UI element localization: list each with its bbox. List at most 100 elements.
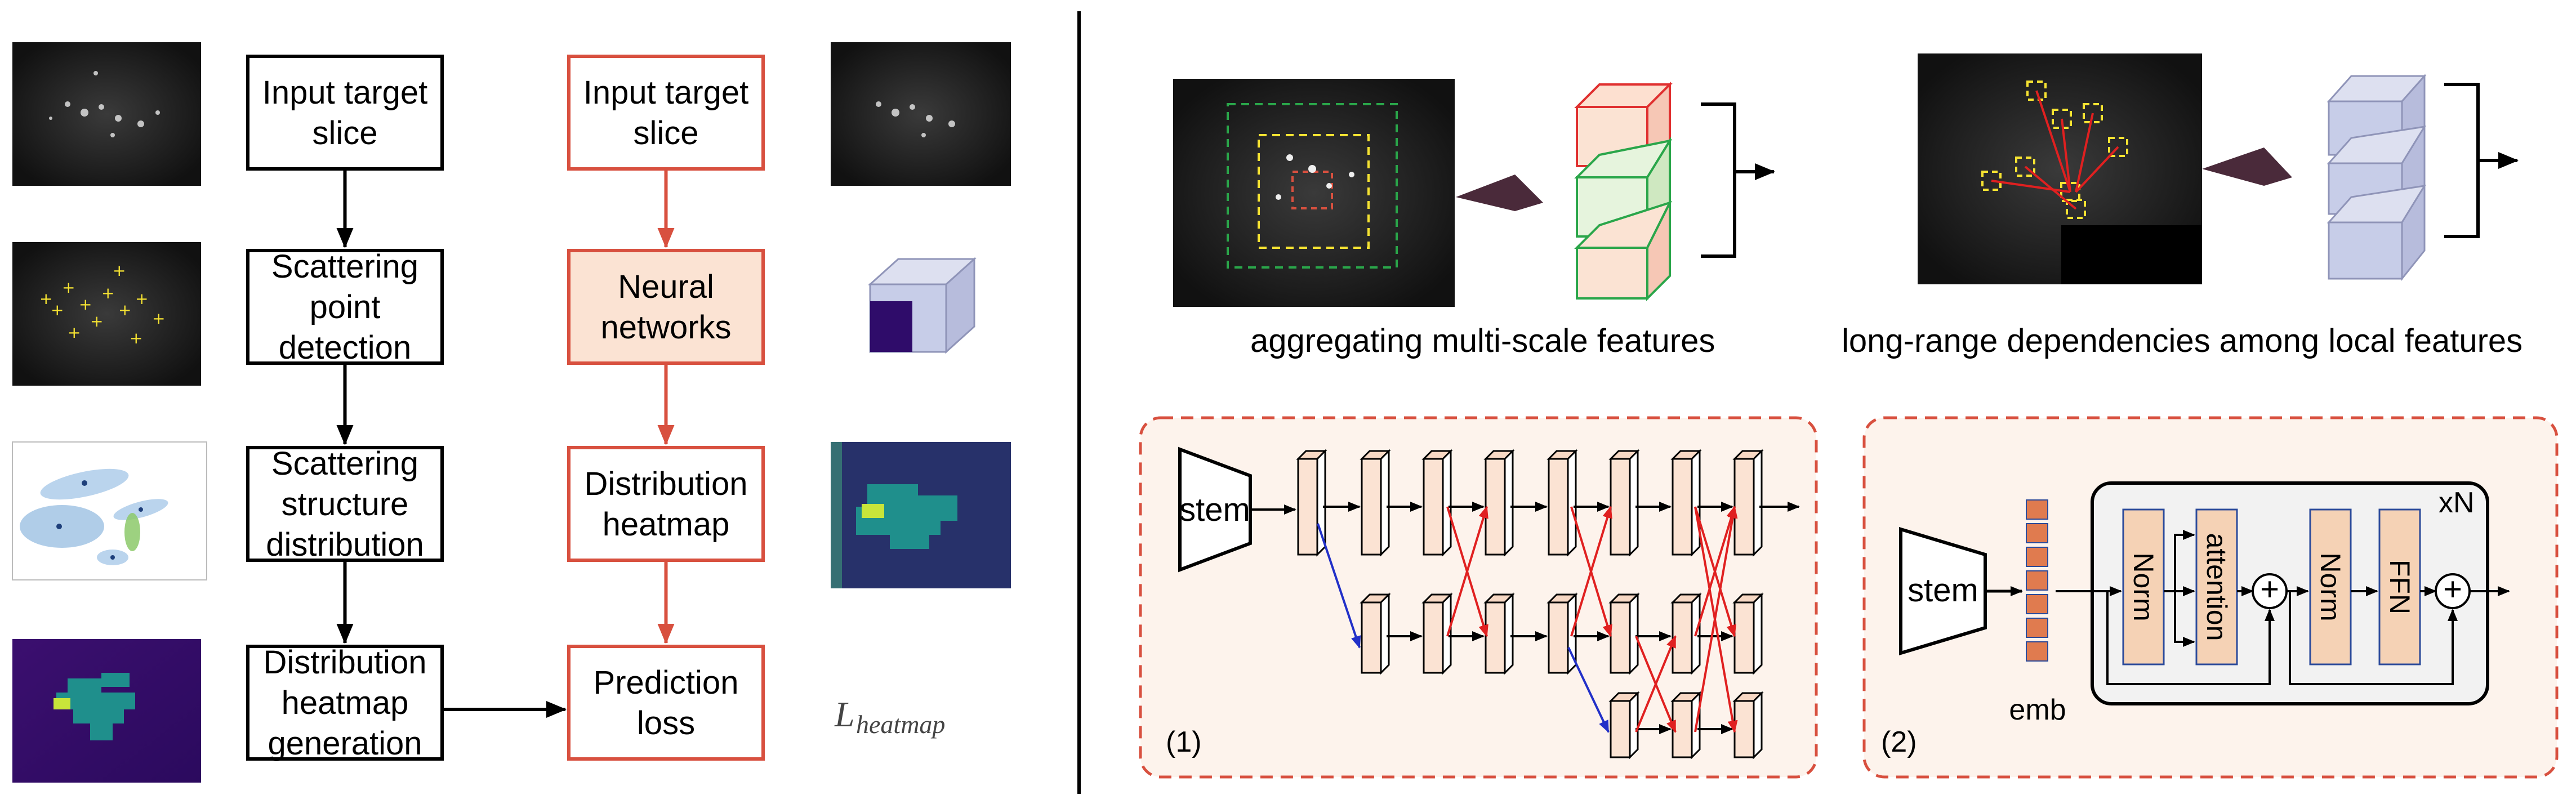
feature-slab [1670,449,1702,557]
transformer-block-ffn: FFN [2378,508,2421,665]
sar-slice-image-2 [831,42,1011,186]
block-label: Norm [2315,552,2346,621]
feature-slab [1421,592,1453,675]
block-label: FFN [2384,560,2415,614]
svg-text:+: + [152,309,165,328]
long-range-input-image [1918,53,2202,284]
svg-text:+: + [135,289,148,308]
feature-slab [1296,449,1327,557]
feature-slab [1360,449,1391,557]
svg-text:+: + [79,295,92,314]
transformer-block-norm: Norm [2309,508,2352,665]
connection-arrow [1317,523,1361,649]
embedding-token [2026,570,2048,591]
transformer-components: Norm attention Norm FFN + + [2056,508,2510,685]
multi-scale-feature-blocks [1574,82,1673,301]
stem-label-2: stem [1908,572,1978,609]
pipeline-box-text: heatmap [282,685,409,721]
dark-arrow-icon-2 [2202,148,2292,186]
loss-symbol: L [834,694,855,734]
stem-label: stem [1179,492,1250,528]
caption-long-range: long-range dependencies among local feat… [1842,323,2522,359]
pipeline-box-4: Prediction loss [567,645,765,761]
dark-arrow-icon [1456,175,1543,211]
pipeline-box-text: Scattering [271,445,418,482]
feature-slab [1360,592,1391,675]
feature-slab [1732,592,1764,675]
add-node-icon: + [2252,571,2288,609]
connection-arrow [1570,506,1612,637]
block-label: attention [2201,533,2232,641]
svg-text:+: + [51,301,64,319]
pipeline-box-4: Distribution heatmap generation [246,644,444,762]
left-column-detection: Input targetsliceScatteringpointdetectio… [246,55,567,762]
embedding-tokens [2026,499,2048,662]
loss-subscript: heatmap [856,710,945,739]
distribution-heatmap-image [12,639,201,783]
svg-text:+: + [113,261,126,280]
embedding-token [2026,499,2048,520]
flow-line [2289,591,2458,685]
connection-arrow [1446,506,1488,637]
aggregation-bracket [1701,102,1774,258]
pipeline-box-text: point [310,289,381,325]
pipeline-box-text: Prediction [594,664,739,701]
pipeline-box-text: Scattering [271,248,418,285]
scattering-point-detection-image: +++ +++ +++ +++ [12,242,201,386]
heatmap-loss-formula: L heatmap [834,694,945,739]
pipeline-box-text: structure [282,486,409,522]
pipeline-box-text: slice [633,115,698,151]
connection-arrow [1635,635,1677,732]
feature-slab [1421,449,1453,557]
flow-line [2174,530,2195,591]
embedding-token [2026,618,2048,638]
flow-line [2174,591,2195,647]
plus-symbol: + [2443,571,2462,608]
predicted-heatmap-image [831,442,1011,588]
feature-slab [1483,592,1515,675]
svg-text:+: + [62,278,75,297]
block-label: Norm [2128,552,2159,621]
transformer-block-attention: attention [2195,508,2238,665]
pipeline-box-text: Distribution [263,644,426,681]
pipeline-box-text: distribution [266,526,424,563]
scattering-distribution-plot [12,441,207,580]
network-cube-icon [868,257,977,354]
feature-slab [1608,691,1640,760]
left-column-network: Input target sliceNeuralnetworksDistribut… [567,55,765,761]
dependency-bracket [2444,83,2517,238]
multiscale-network-blocks [1250,449,1800,760]
feature-slab [1732,691,1764,760]
pipeline-box-text: Neural [618,269,714,305]
pipeline-box-text: Input target [262,74,427,111]
pipeline-box-text: Input target [583,74,748,111]
add-node-icon: + [2435,571,2471,609]
connection-arrow [1694,506,1738,732]
caption-multi-scale: aggregating multi-scale features [1250,323,1715,359]
embedding-token [2026,594,2048,614]
embedding-token [2026,641,2048,662]
svg-text:+: + [118,301,131,319]
feature-slab [1732,449,1764,557]
local-feature-blocks [2327,74,2427,282]
pipeline-box-1: Input target slice [567,55,765,171]
flow-line [2106,591,2275,685]
svg-text:+: + [101,284,114,302]
stem-block [1178,446,1252,573]
multi-scale-input-image [1173,79,1455,307]
feature-slab [1608,449,1640,557]
pipeline-box-text: generation [268,725,422,762]
pipeline-box-text: heatmap [603,506,730,543]
embedding-token [2026,523,2048,543]
plus-symbol: + [2260,571,2279,608]
stem-block-2 [1899,526,1987,656]
panel-1-tag: (1) [1166,726,1202,758]
feature-slab [1608,592,1640,675]
repeat-label: xN [2439,486,2475,519]
pipeline-box-text: loss [637,705,695,742]
svg-text:+: + [39,289,52,308]
